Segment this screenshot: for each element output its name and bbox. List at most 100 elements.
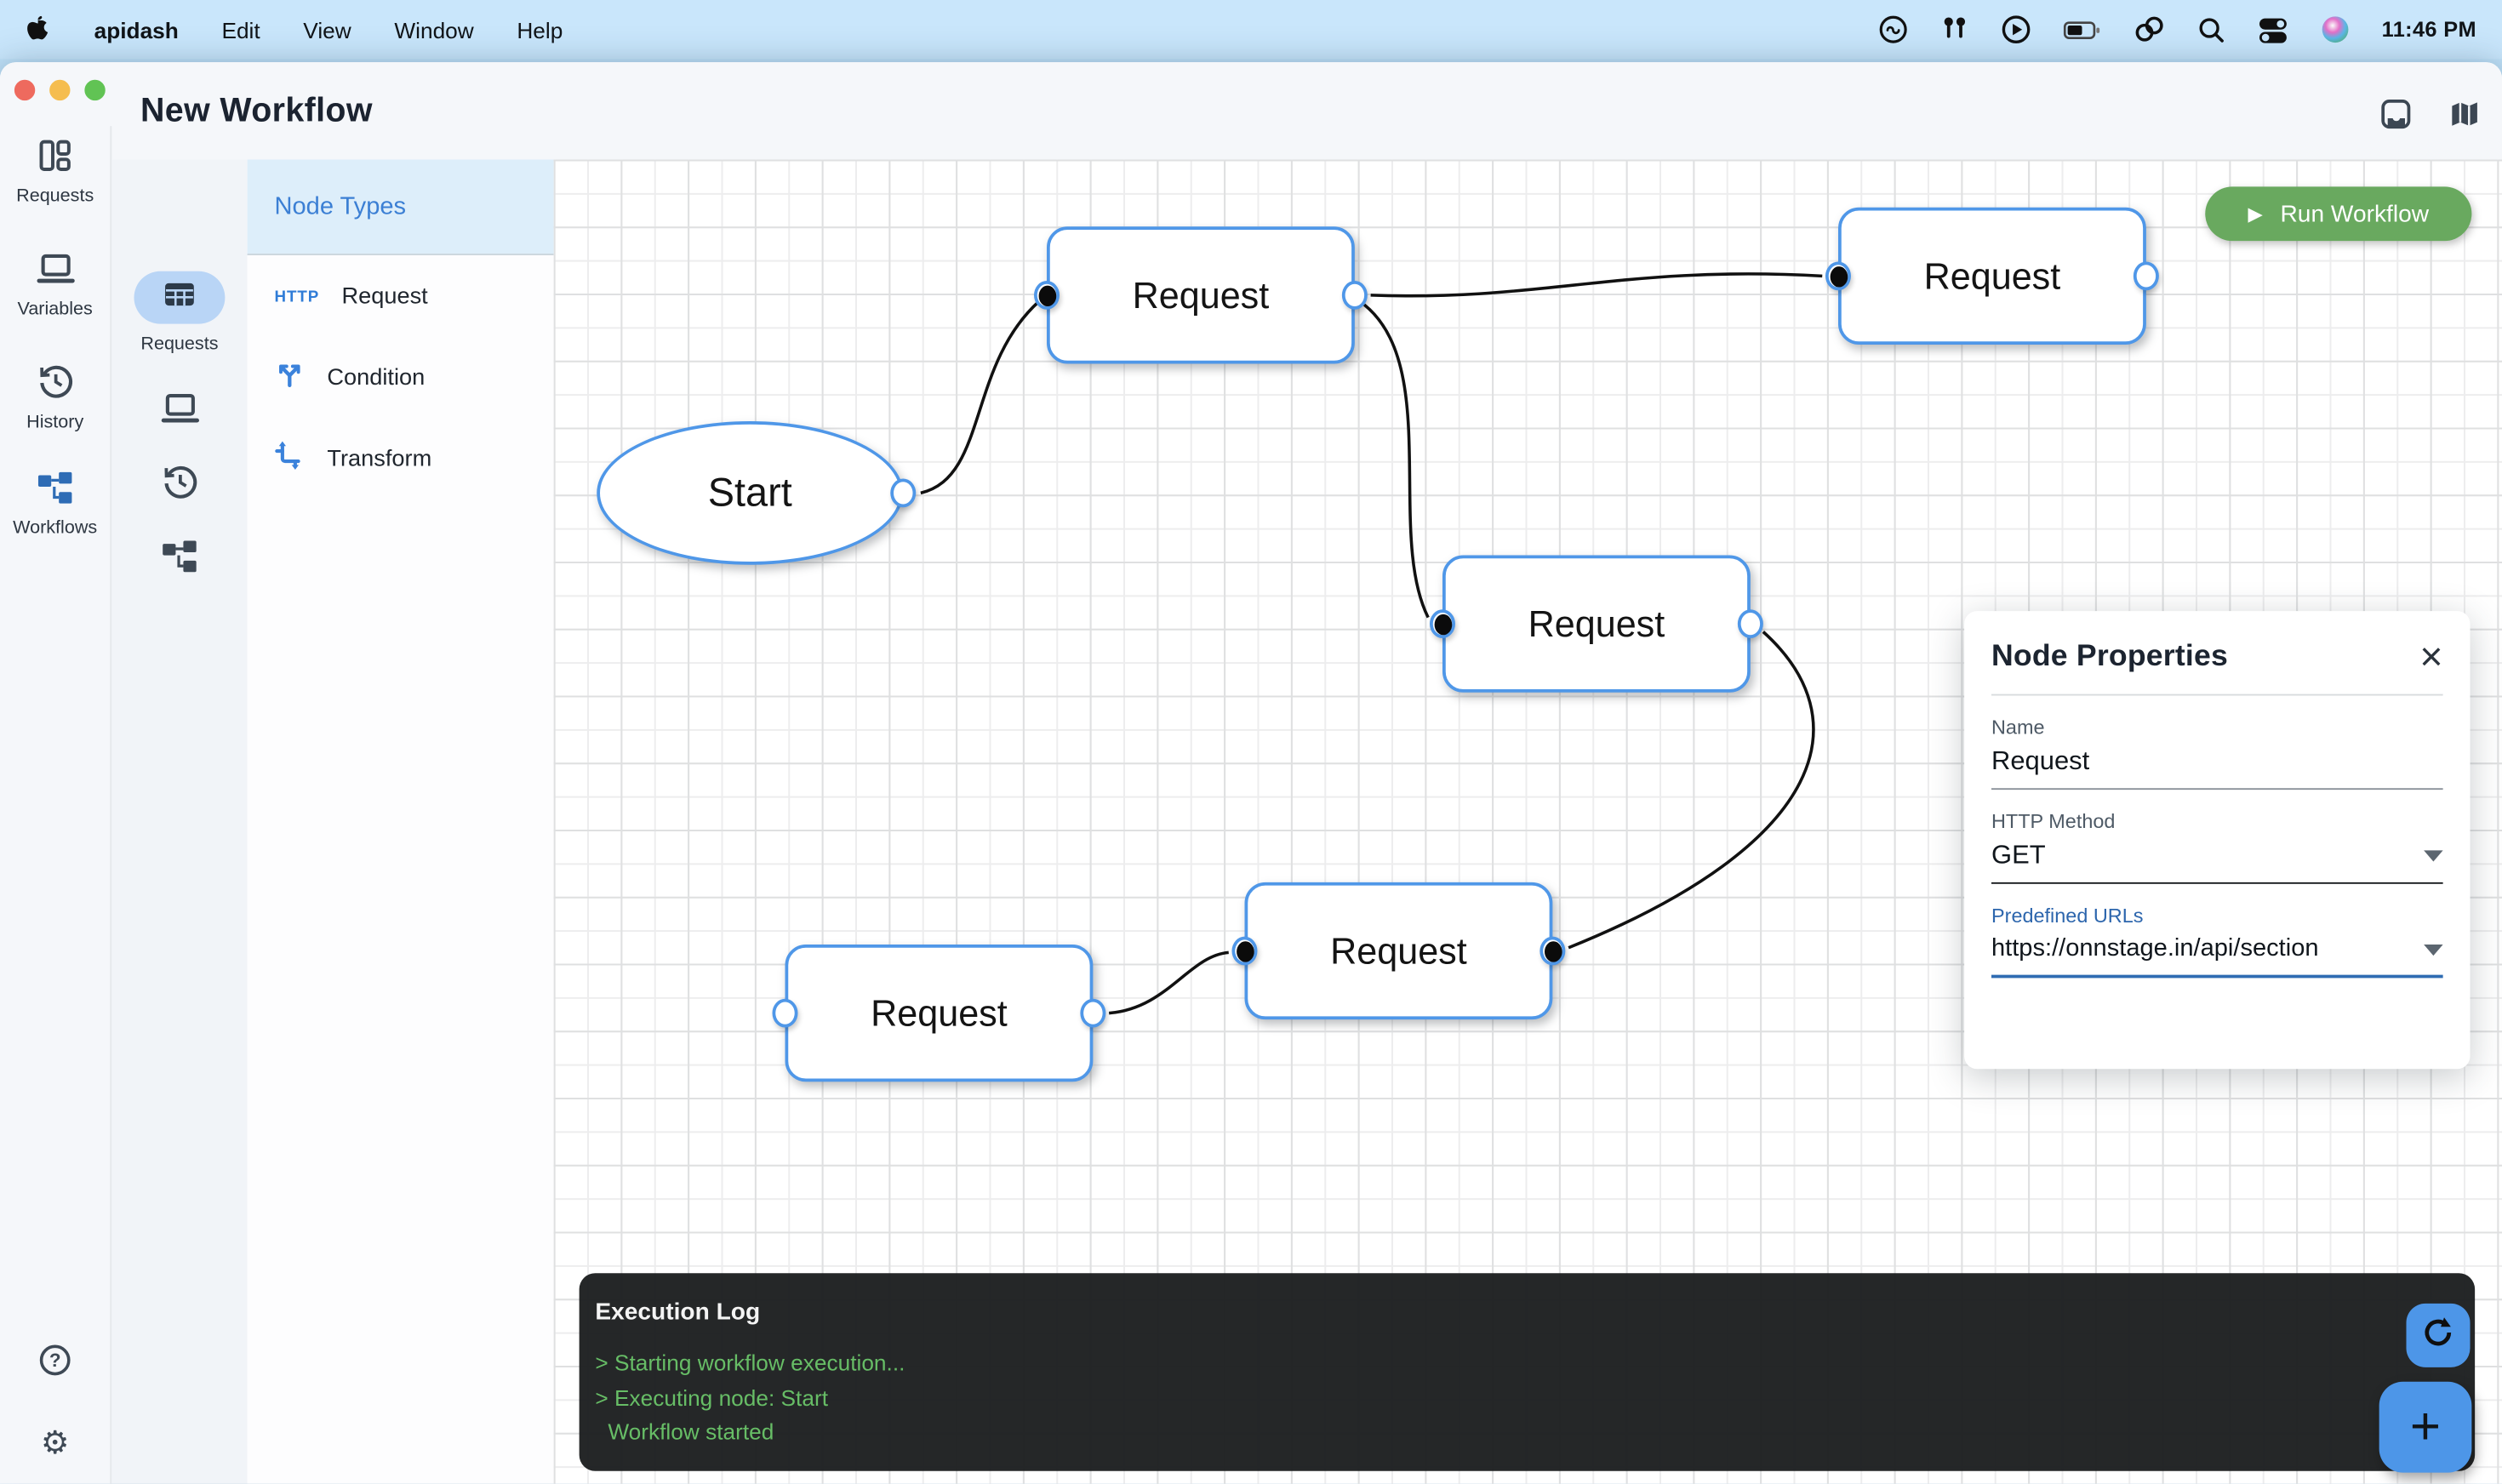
chevron-down-icon xyxy=(2424,850,2443,862)
refresh-button[interactable] xyxy=(2406,1303,2471,1367)
menu-item-edit[interactable]: Edit xyxy=(221,16,260,43)
name-input[interactable]: Request xyxy=(1991,747,2443,791)
workflows-tab[interactable] xyxy=(111,539,247,583)
apple-menu-icon[interactable] xyxy=(26,14,51,44)
node-type-transform[interactable]: Transform xyxy=(248,428,554,492)
control-center-icon[interactable] xyxy=(2257,15,2288,44)
sidebar-item-history[interactable]: History xyxy=(0,362,110,432)
edge xyxy=(920,300,1040,495)
execution-log-title: Execution Log xyxy=(595,1298,761,1327)
history-icon xyxy=(36,362,74,408)
node-type-condition[interactable]: Condition xyxy=(248,346,554,410)
http-method-dropdown[interactable]: GET xyxy=(1991,841,2443,884)
input-port[interactable] xyxy=(772,998,798,1028)
panels-icon xyxy=(37,137,73,182)
workflow-node-request-3[interactable]: Request xyxy=(1430,555,1763,693)
node-label: Request xyxy=(1132,273,1270,316)
sidebar-item-requests[interactable]: Requests xyxy=(0,137,110,206)
menu-item-help[interactable]: Help xyxy=(517,16,563,43)
macos-menu-bar: apidash Edit View Window Help xyxy=(0,0,2502,60)
workflow-node-request-5[interactable]: Request xyxy=(1231,882,1566,1020)
node-label: Request xyxy=(1330,929,1467,971)
close-icon[interactable]: × xyxy=(2419,635,2443,680)
menu-clock[interactable]: 11:46 PM xyxy=(2381,17,2476,42)
map-icon[interactable] xyxy=(2449,99,2480,137)
gear-icon: ⚙ xyxy=(40,1426,70,1462)
zoom-window-button[interactable] xyxy=(84,79,106,101)
edge xyxy=(1108,950,1229,1015)
menu-item-window[interactable]: Window xyxy=(394,16,474,43)
settings-button[interactable]: ⚙ xyxy=(0,1428,110,1460)
sidebar-item-workflows[interactable]: Workflows xyxy=(0,471,110,538)
log-line: Workflow started xyxy=(608,1418,774,1444)
execution-log-panel: Execution Log > Starting workflow execut… xyxy=(579,1273,2476,1471)
svg-text:?: ? xyxy=(49,1350,61,1371)
output-port[interactable] xyxy=(1737,609,1763,638)
input-port[interactable] xyxy=(1825,261,1851,291)
output-port[interactable] xyxy=(890,478,917,508)
siri-icon[interactable] xyxy=(2320,14,2351,45)
sidebar-item-label: Variables xyxy=(17,300,93,320)
variables-tab[interactable] xyxy=(111,391,247,434)
field-label: Name xyxy=(1991,716,2045,739)
condition-icon xyxy=(275,359,306,397)
battery-icon[interactable] xyxy=(2063,15,2101,44)
input-port[interactable] xyxy=(1430,609,1455,638)
window-titlebar: New Workflow xyxy=(0,62,2502,160)
workflow-node-request-1[interactable]: Request xyxy=(1034,226,1368,364)
laptop-icon xyxy=(36,250,74,295)
table-icon xyxy=(164,282,195,314)
edge xyxy=(1362,303,1430,619)
output-port[interactable] xyxy=(1341,281,1368,310)
sidebar-item-requests-active[interactable] xyxy=(134,271,226,324)
add-node-button[interactable]: + xyxy=(2379,1381,2472,1473)
play-circle-icon[interactable] xyxy=(2001,14,2031,45)
help-icon: ? xyxy=(38,1344,71,1385)
node-type-label: Condition xyxy=(327,365,426,391)
workflow-node-request-2[interactable]: Request xyxy=(1825,207,2159,345)
log-line: > Executing node: Start xyxy=(595,1384,829,1410)
node-label: Start xyxy=(707,470,792,515)
input-port[interactable] xyxy=(1231,936,1258,966)
predefined-urls-dropdown[interactable]: https://onnstage.in/api/section xyxy=(1991,935,2443,979)
properties-title: Node Properties xyxy=(1991,639,2228,674)
output-port[interactable] xyxy=(2133,261,2159,291)
linked-rings-icon[interactable] xyxy=(2133,14,2165,45)
sidebar-item-label: Requests xyxy=(16,186,94,206)
help-button[interactable]: ? xyxy=(0,1344,110,1385)
node-type-label: Transform xyxy=(327,447,432,472)
run-workflow-button[interactable]: ▶ Run Workflow xyxy=(2205,186,2472,242)
field-value: https://onnstage.in/api/section xyxy=(1991,934,2319,962)
page-title: New Workflow xyxy=(140,92,373,129)
secondary-sidebar: Requests xyxy=(111,159,248,1484)
node-types-panel: Node Types HTTP Request Condition Transf… xyxy=(247,159,554,1484)
output-port[interactable] xyxy=(1539,936,1566,966)
node-type-request[interactable]: HTTP Request xyxy=(248,265,554,328)
creative-cloud-icon[interactable] xyxy=(1877,14,1908,45)
http-badge-icon: HTTP xyxy=(274,288,320,306)
input-port[interactable] xyxy=(1034,281,1060,310)
field-http-method: HTTP Method GET xyxy=(1991,811,2443,884)
node-label: Request xyxy=(1923,254,2061,296)
airpods-icon[interactable] xyxy=(1939,14,1968,45)
app-window: New Workflow Requests xyxy=(0,62,2502,1484)
transform-icon xyxy=(275,441,306,479)
close-window-button[interactable] xyxy=(14,79,36,101)
history-tab[interactable] xyxy=(111,463,247,509)
field-value: GET xyxy=(1991,841,2046,870)
node-properties-panel: Node Properties × Name Request HTTP Meth… xyxy=(1964,611,2471,1070)
minimize-window-button[interactable] xyxy=(49,79,71,101)
workflow-node-start[interactable]: Start xyxy=(597,421,917,565)
menu-item-apidash[interactable]: apidash xyxy=(94,16,179,43)
menu-item-view[interactable]: View xyxy=(303,16,351,43)
sidebar-item-variables[interactable]: Variables xyxy=(0,250,110,319)
output-port[interactable] xyxy=(1080,998,1106,1028)
save-icon[interactable] xyxy=(2381,99,2412,137)
workflow-node-request-4[interactable]: Request xyxy=(772,945,1106,1082)
sidebar-item-label: Requests xyxy=(140,334,219,355)
search-icon[interactable] xyxy=(2196,15,2225,44)
log-line: > Starting workflow execution... xyxy=(595,1350,905,1376)
workflow-canvas[interactable]: Start Request Request Request Request xyxy=(553,159,2502,1484)
